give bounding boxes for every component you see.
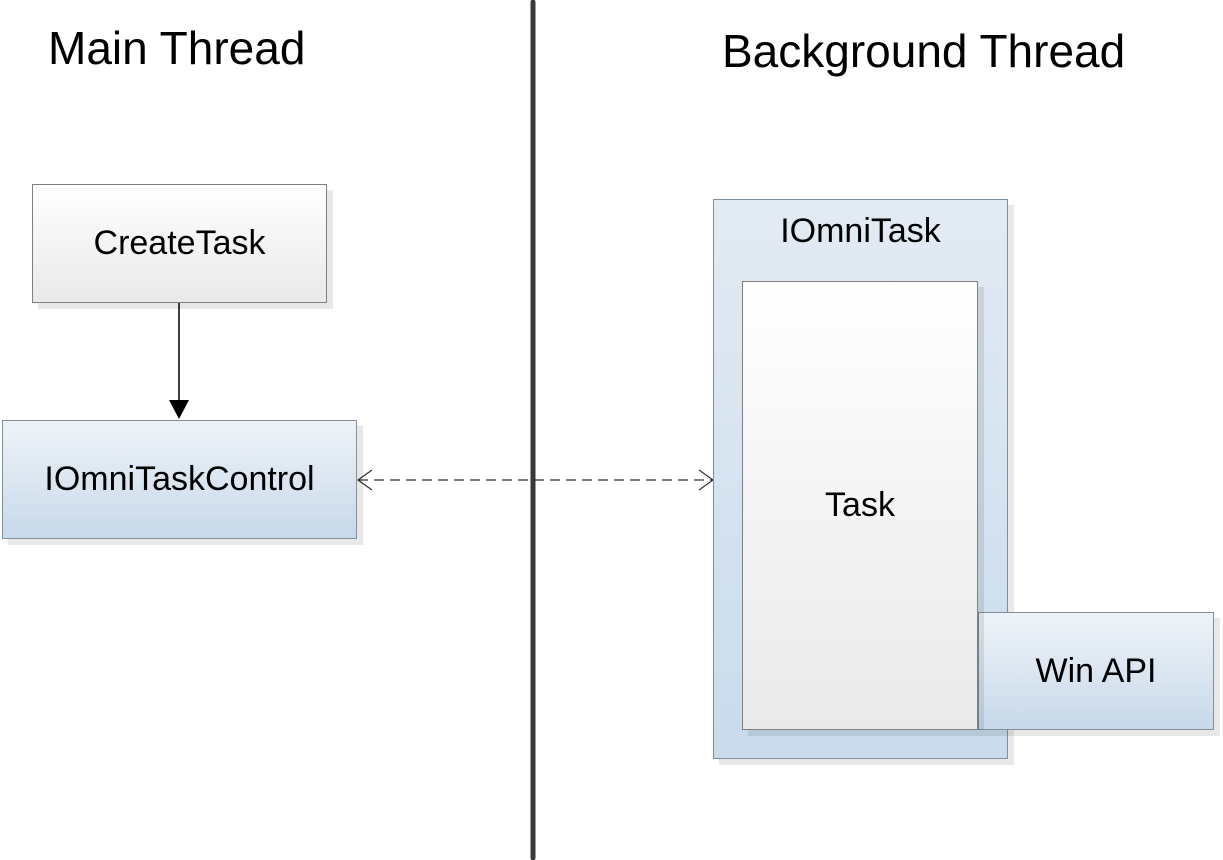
background-thread-heading: Background Thread bbox=[722, 25, 1126, 77]
win-api-box: Win API bbox=[978, 612, 1214, 730]
create-task-box: CreateTask bbox=[32, 184, 327, 303]
create-to-control-arrowhead bbox=[169, 400, 189, 419]
omni-task-control-box: IOmniTaskControl bbox=[2, 420, 357, 539]
task-box: Task bbox=[742, 281, 978, 730]
main-thread-heading: Main Thread bbox=[48, 22, 306, 74]
dashed-arrowhead-left bbox=[356, 469, 373, 491]
